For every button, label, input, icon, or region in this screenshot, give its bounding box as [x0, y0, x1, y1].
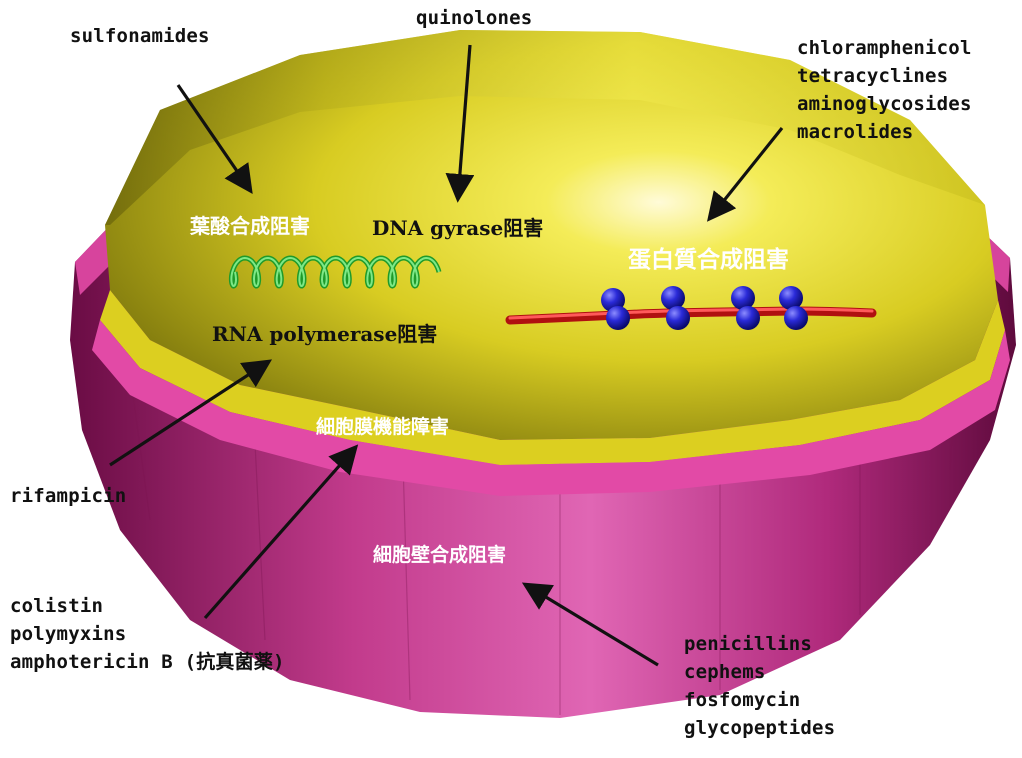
label-quinolones: quinolones: [416, 4, 532, 32]
drug-glycopeptides: glycopeptides: [684, 714, 835, 742]
target-dna-gyrase: DNA gyrase阻害: [372, 212, 543, 241]
drug-amphotericin: amphotericin B (抗真菌薬): [10, 648, 285, 676]
drug-tetracyclines: tetracyclines: [797, 62, 972, 90]
label-wall-drugs: penicillins cephems fosfomycin glycopept…: [684, 630, 835, 742]
drug-penicillins: penicillins: [684, 630, 835, 658]
target-rna-polymerase: RNA polymerase阻害: [212, 318, 437, 347]
drug-macrolides: macrolides: [797, 118, 972, 146]
label-protein-drugs: chloramphenicol tetracyclines aminoglyco…: [797, 34, 972, 146]
drug-fosfomycin: fosfomycin: [684, 686, 835, 714]
drug-polymyxins: polymyxins: [10, 620, 285, 648]
target-folate: 葉酸合成阻害: [190, 210, 310, 239]
target-membrane: 細胞膜機能障害: [316, 412, 449, 439]
drug-chloramphenicol: chloramphenicol: [797, 34, 972, 62]
label-rifampicin: rifampicin: [10, 482, 126, 510]
drug-colistin: colistin: [10, 592, 285, 620]
label-sulfonamides: sulfonamides: [70, 22, 210, 50]
target-wall: 細胞壁合成阻害: [373, 540, 506, 567]
drug-aminoglycosides: aminoglycosides: [797, 90, 972, 118]
drug-cephems: cephems: [684, 658, 835, 686]
target-protein: 蛋白質合成阻害: [628, 240, 789, 274]
label-membrane-drugs: colistin polymyxins amphotericin B (抗真菌薬…: [10, 592, 285, 676]
